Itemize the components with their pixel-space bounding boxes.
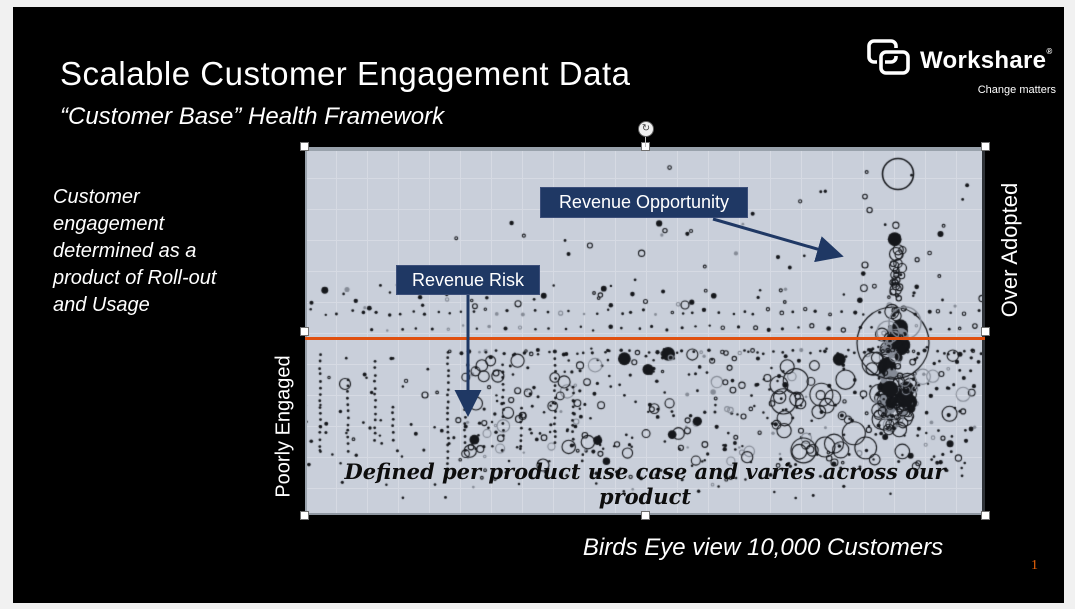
selection-handle-mid-left[interactable] [300, 327, 309, 336]
callout-arrows [454, 217, 844, 417]
slide-subtitle[interactable]: “Customer Base” Health Framework [60, 103, 445, 130]
revenue-risk-callout[interactable]: Revenue Risk [396, 265, 540, 295]
axis-label-over-adopted[interactable]: Over Adopted [997, 182, 1022, 318]
revenue-opportunity-callout[interactable]: Revenue Opportunity [540, 187, 748, 218]
workshare-logo: Workshare® Change matters [865, 35, 1060, 96]
workshare-overlapping-squares-icon [865, 35, 913, 86]
selection-handle-bottom-left[interactable] [300, 511, 309, 520]
logo-tagline: Change matters [977, 84, 1056, 96]
footer-caption[interactable]: Birds Eye view 10,000 Customers [582, 534, 944, 561]
axis-label-poorly-engaged[interactable]: Poorly Engaged [272, 355, 295, 498]
revenue-risk-label: Revenue Risk [411, 269, 525, 290]
selection-handle-bottom-right[interactable] [981, 511, 990, 520]
registered-mark: ® [1046, 46, 1053, 56]
rotate-handle-stem [645, 136, 646, 147]
rotate-handle-icon[interactable]: ↻ [638, 121, 654, 137]
opportunity-arrow [712, 217, 844, 263]
selection-handle-mid-right[interactable] [981, 327, 990, 336]
slide[interactable]: Scalable Customer Engagement Data “Custo… [13, 7, 1064, 603]
left-note-text[interactable]: Customer engagement determined as a prod… [53, 186, 217, 316]
page-number: 1 [1031, 558, 1038, 573]
chart-inner-caption[interactable]: Defined per product use case and varies … [344, 459, 946, 509]
threshold-line[interactable] [305, 337, 985, 340]
selection-handle-top-right[interactable] [981, 142, 990, 151]
selection-handle-top-left[interactable] [300, 142, 309, 151]
engagement-scatter-chart[interactable]: Revenue Opportunity Revenue Risk Defined… [300, 142, 990, 520]
selection-handle-bottom-center[interactable] [641, 511, 650, 520]
slide-title[interactable]: Scalable Customer Engagement Data [60, 55, 631, 92]
logo-wordmark: Workshare® [920, 46, 1053, 74]
revenue-opportunity-label: Revenue Opportunity [558, 192, 730, 212]
